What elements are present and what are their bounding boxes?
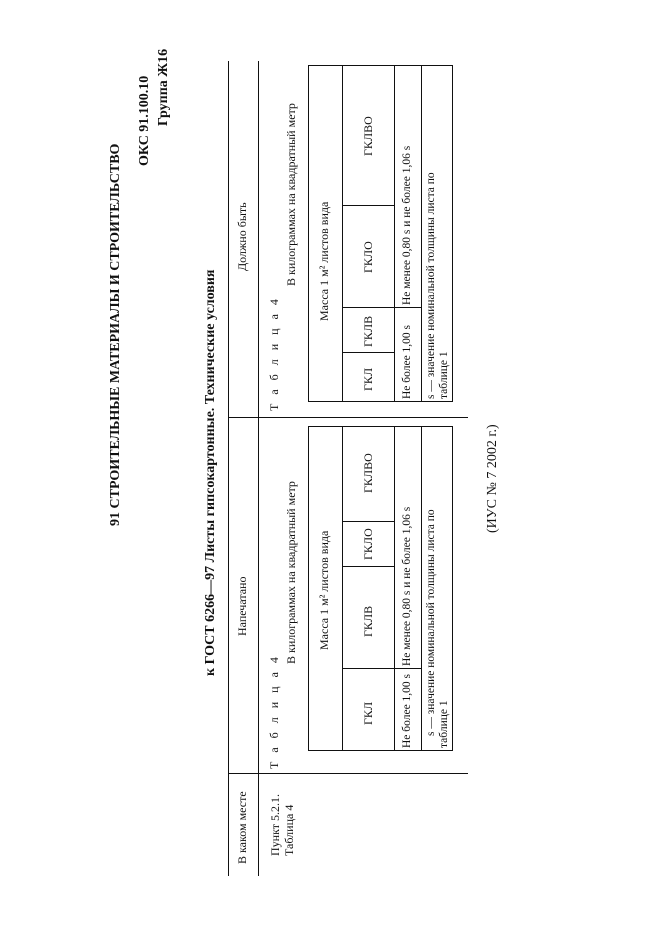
section-title: 91 СТРОИТЕЛЬНЫЕ МАТЕРИАЛЫ И СТРОИТЕЛЬСТВ… <box>108 143 123 526</box>
printed-mass-header: Масса 1 м² листов вида <box>317 530 331 650</box>
oks-code: ОКС 91.100.10 <box>137 75 152 166</box>
printed-type-gklv: ГКЛВ <box>361 605 375 637</box>
row-location-line1: Пункт 5.2.1. <box>268 793 282 856</box>
column-header-printed: Напечатано <box>235 576 249 636</box>
should-be-type-gklvo: ГКЛВО <box>361 116 375 156</box>
should-be-note-line2: таблице 1 <box>438 351 450 399</box>
group-code: Группа Ж16 <box>156 48 171 126</box>
col-divider-1 <box>228 773 468 774</box>
should-be-value-right: Не менее 0,80 s и не более 1,06 s <box>401 145 413 305</box>
should-be-type-gkl: ГКЛ <box>361 367 375 391</box>
footer-reference: (ИУС № 7 2002 г.) <box>485 424 500 533</box>
should-be-table-label: Т а б л и ц а 4 <box>267 296 281 411</box>
printed-value-left: Не более 1,00 s <box>401 673 413 748</box>
printed-value-right: Не менее 0,80 s и не более 1,06 s <box>401 506 413 666</box>
table-header-rule <box>258 61 259 876</box>
printed-type-gkl: ГКЛ <box>361 701 375 725</box>
should-be-mass-header: Масса 1 м² листов вида <box>317 201 331 321</box>
row-location-line2: Таблица 4 <box>282 804 296 856</box>
should-be-value-left: Не более 1,00 s <box>401 324 413 399</box>
should-be-type-gklv: ГКЛВ <box>361 315 375 347</box>
document-title: к ГОСТ 6266—97 Листы гипсокартонные. Тех… <box>203 269 218 677</box>
printed-units: В килограммах на квадратный метр <box>284 481 298 664</box>
should-be-note-line1: s — значение номинальной толщины листа п… <box>425 172 437 399</box>
printed-mass-table: Масса 1 м² листов вида ГКЛ ГКЛВ ГКЛО ГКЛ… <box>308 426 453 751</box>
table-top-rule <box>228 61 229 876</box>
column-header-should-be: Должно быть <box>235 202 249 271</box>
should-be-units: В килограммах на квадратный метр <box>284 103 298 286</box>
printed-table-label: Т а б л и ц а 4 <box>267 654 281 769</box>
column-header-where: В каком месте <box>235 791 249 864</box>
printed-note-line1: s — значение номинальной толщины листа п… <box>425 509 437 736</box>
printed-type-gklo: ГКЛО <box>361 528 375 560</box>
printed-type-gklvo: ГКЛВО <box>361 453 375 493</box>
col-divider-2 <box>228 417 468 418</box>
should-be-type-gklo: ГКЛО <box>361 241 375 273</box>
printed-note-line2: таблице 1 <box>438 700 450 748</box>
should-be-mass-table: Масса 1 м² листов вида ГКЛ ГКЛВ ГКЛО ГКЛ… <box>308 65 453 402</box>
